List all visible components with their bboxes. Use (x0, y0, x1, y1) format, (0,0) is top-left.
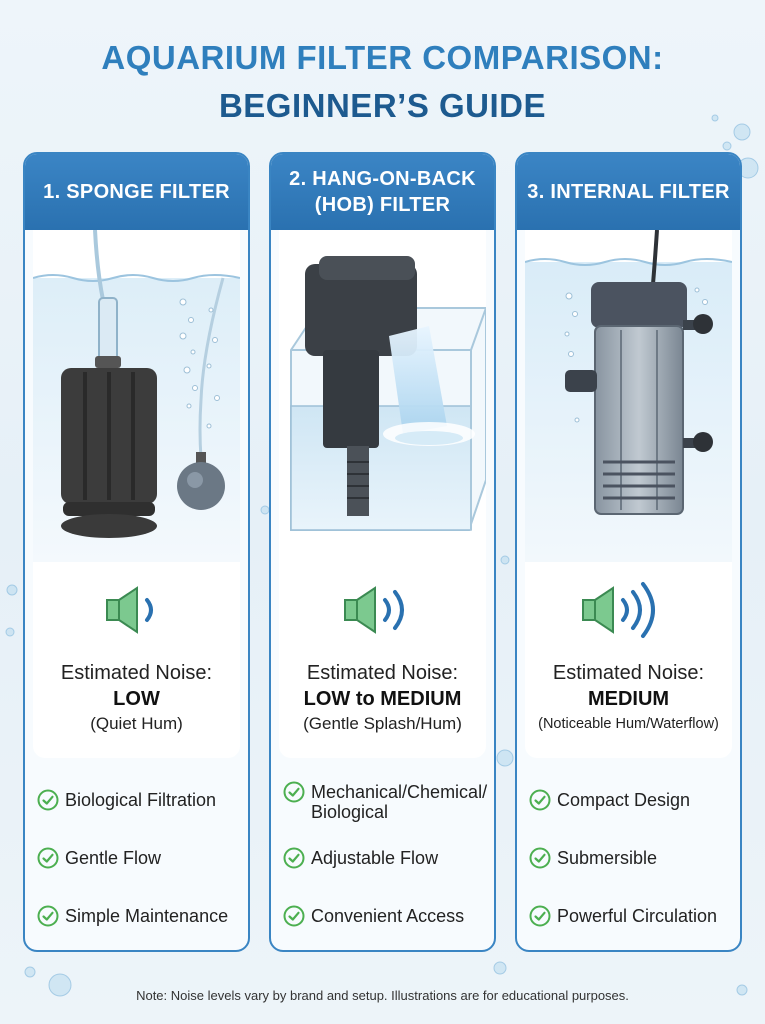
noise-label: Estimated Noise: (60, 662, 213, 684)
footnote: Note: Noise levels vary by brand and set… (136, 988, 629, 1003)
card-sponge-filter: 1. SPONGE FILTER (23, 152, 250, 952)
check-circle-icon (283, 781, 305, 803)
noise-description: (Gentle Splash/Hum) (303, 714, 462, 733)
feature-item: Simple Maintenance (37, 905, 242, 927)
check-circle-icon (37, 789, 59, 811)
card-heading: 1. SPONGE FILTER (25, 154, 248, 230)
noise-description: (Quiet Hum) (90, 714, 183, 733)
noise-label: Estimated Noise: (552, 662, 705, 684)
speaker-icon (106, 586, 153, 634)
feature-item: Biological Filtration (37, 789, 242, 811)
speaker-icon (582, 582, 655, 638)
feature-item: Adjustable Flow (283, 847, 488, 869)
check-circle-icon (37, 905, 59, 927)
speaker-icon (344, 586, 404, 634)
feature-item: Powerful Circulation (529, 905, 734, 927)
card-heading: 3. INTERNAL FILTER (517, 154, 740, 230)
noise-info: Estimated Noise: MEDIUM (Noticeable Hum/… (525, 660, 732, 736)
feature-text: Powerful Circulation (557, 906, 718, 926)
noise-level: LOW (113, 688, 160, 710)
card-internal-filter: 3. INTERNAL FILTER (515, 152, 742, 952)
check-circle-icon (283, 847, 305, 869)
feature-text: Adjustable Flow (311, 848, 439, 868)
feature-text: Submersible (557, 848, 658, 868)
hob-filter-illustration (290, 256, 486, 531)
feature-text: Mechanical/Chemical/ Biological (311, 782, 488, 822)
feature-item: Submersible (529, 847, 734, 869)
card-panel: Estimated Noise: LOW to MEDIUM (Gentle S… (279, 230, 486, 758)
feature-text: Convenient Access (311, 906, 465, 926)
feature-item: Mechanical/Chemical/ Biological (283, 781, 488, 822)
check-circle-icon (529, 905, 551, 927)
feature-item: Compact Design (529, 789, 734, 811)
feature-text: Compact Design (557, 790, 691, 810)
page-title: AQUARIUM FILTER COMPARISON: BEGINNER’S G… (0, 34, 765, 130)
card-panel: Estimated Noise: MEDIUM (Noticeable Hum/… (525, 230, 732, 758)
feature-item: Gentle Flow (37, 847, 242, 869)
card-heading: 2. HANG-ON-BACK (HOB) FILTER (271, 154, 494, 230)
feature-item: Convenient Access (283, 905, 488, 927)
noise-info: Estimated Noise: LOW to MEDIUM (Gentle S… (279, 660, 486, 736)
feature-text: Gentle Flow (65, 848, 162, 868)
title-line-2: BEGINNER’S GUIDE (218, 87, 547, 124)
check-circle-icon (37, 847, 59, 869)
noise-level: MEDIUM (587, 688, 670, 710)
noise-info: Estimated Noise: LOW (Quiet Hum) (33, 660, 240, 736)
feature-text: Simple Maintenance (65, 906, 229, 926)
check-circle-icon (529, 789, 551, 811)
noise-label: Estimated Noise: (306, 662, 459, 684)
noise-description: (Noticeable Hum/Waterflow) (538, 716, 719, 732)
noise-level: LOW to MEDIUM (303, 688, 462, 710)
internal-filter-illustration (525, 230, 732, 562)
check-circle-icon (283, 905, 305, 927)
title-line-1: AQUARIUM FILTER COMPARISON: (101, 39, 664, 76)
sponge-filter-illustration (33, 230, 240, 562)
check-circle-icon (529, 847, 551, 869)
card-hob-filter: 2. HANG-ON-BACK (HOB) FILTER (269, 152, 496, 952)
feature-text: Biological Filtration (65, 790, 217, 810)
card-panel: Estimated Noise: LOW (Quiet Hum) (33, 230, 240, 758)
